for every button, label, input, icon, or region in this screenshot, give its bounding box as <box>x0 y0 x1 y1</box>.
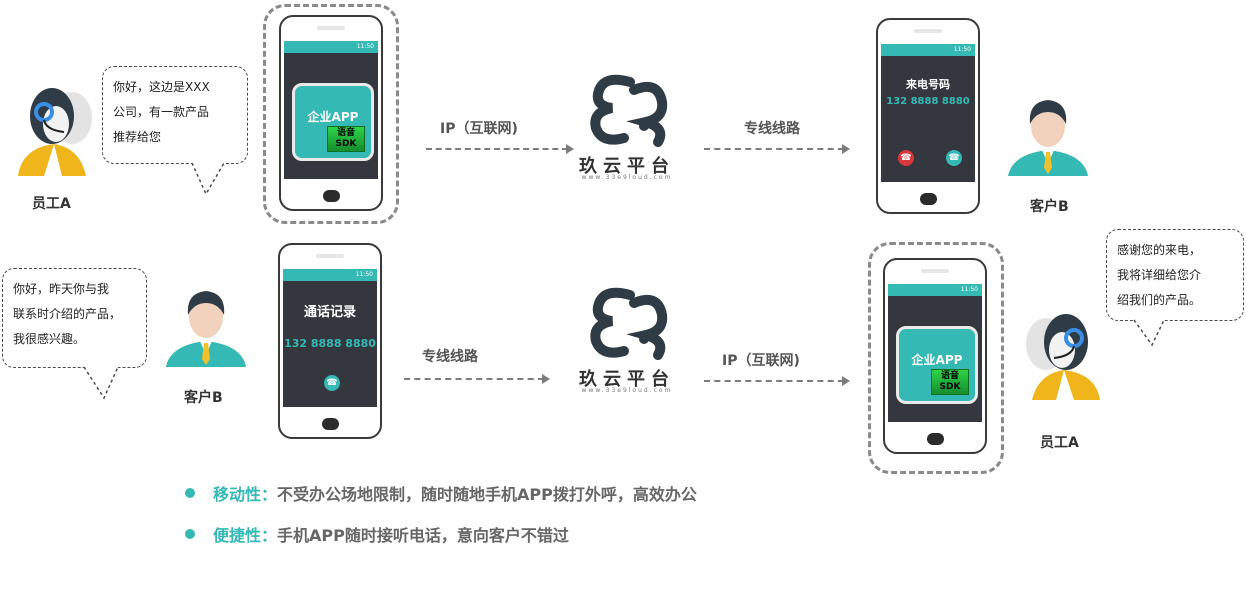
decline-call-icon[interactable]: ☎ <box>898 150 914 166</box>
headset-agent-avatar <box>14 78 100 176</box>
arrow-right <box>704 376 850 386</box>
bullet-dot-icon <box>185 529 195 539</box>
bullet-dot-icon <box>185 488 195 498</box>
bubble-line: 我很感兴趣。 <box>13 332 86 346</box>
phone-enterprise-app: 11:50 企业APP 语音 SDK <box>883 258 987 454</box>
status-bar: 11:50 <box>284 41 378 53</box>
bubble-line: 推荐给您 <box>113 130 162 144</box>
arrow-right <box>426 144 574 154</box>
arrow-right <box>404 374 550 384</box>
headset-agent-avatar <box>1018 304 1104 400</box>
phone-screen: 11:50 企业APP 语音 SDK <box>284 41 378 179</box>
logo-mark-icon <box>590 74 668 147</box>
highlight-frame <box>263 4 399 224</box>
customer-avatar <box>166 285 246 367</box>
accept-call-icon[interactable]: ☎ <box>946 150 962 166</box>
bubble-line: 绍我们的产品。 <box>1117 293 1202 307</box>
customer-b-label: 客户B <box>184 390 223 406</box>
feature-item: 移动性： 不受办公场地限制，随时随地手机APP拨打外呼，高效办公 <box>185 481 697 505</box>
status-bar: 11:50 <box>888 284 982 296</box>
logo-url: www.33e9loud.com <box>581 174 673 181</box>
phone-screen: 11:50 企业APP 语音 SDK <box>888 284 982 422</box>
sdk-line2: SDK <box>939 382 961 392</box>
phone-call-record: 11:50 通话记录 132 8888 8880 ☎ <box>278 243 382 439</box>
phone-screen: 11:50 来电号码 132 8888 8880 ☎ ☎ <box>881 44 975 182</box>
bubble-line: 我将详细给您介 <box>1117 268 1202 282</box>
phone-call-icon[interactable]: ☎ <box>324 375 340 391</box>
bubble-tail <box>83 366 119 400</box>
feature-value: 手机APP随时接听电话，意向客户不错过 <box>277 526 569 545</box>
arrow-label-line: 专线线路 <box>744 121 800 137</box>
app-name: 企业APP <box>911 353 963 367</box>
bubble-line: 感谢您的来电， <box>1117 243 1202 257</box>
bubble-line: 你好，这边是XXX <box>113 80 210 94</box>
voice-sdk-badge: 语音 SDK <box>931 369 969 395</box>
feature-key: 移动性： <box>213 485 278 504</box>
status-bar: 11:50 <box>283 269 377 281</box>
customer-avatar <box>1008 94 1088 176</box>
employee-a-label: 员工A <box>1040 435 1079 451</box>
logo-mark-icon <box>590 287 668 360</box>
sdk-line2: SDK <box>335 139 357 149</box>
phone-incoming-call: 11:50 来电号码 132 8888 8880 ☎ ☎ <box>876 18 980 214</box>
voice-sdk-badge: 语音 SDK <box>327 126 365 152</box>
highlight-frame <box>868 242 1004 474</box>
speech-bubble-customer: 你好，昨天你与我 联系时介绍的产品， 我很感兴趣。 <box>2 268 147 368</box>
customer-b-label: 客户B <box>1030 199 1069 215</box>
speaker <box>317 26 345 30</box>
home-button <box>927 433 944 445</box>
sdk-line1: 语音 <box>336 128 355 138</box>
sdk-line1: 语音 <box>940 371 959 381</box>
home-button <box>920 193 937 205</box>
home-button <box>322 418 339 430</box>
arrow-label-line: 专线线路 <box>422 349 478 365</box>
bubble-tail <box>191 162 225 196</box>
enterprise-app-card[interactable]: 企业APP 语音 SDK <box>896 326 978 404</box>
employee-a-label: 员工A <box>32 196 71 212</box>
arrow-right <box>704 144 850 154</box>
bubble-line: 你好，昨天你与我 <box>13 282 110 296</box>
feature-item: 便捷性： 手机APP随时接听电话，意向客户不错过 <box>185 522 569 546</box>
feature-key: 便捷性： <box>213 526 278 545</box>
speech-bubble-employee: 感谢您的来电， 我将详细给您介 绍我们的产品。 <box>1106 229 1244 321</box>
bubble-tail <box>1133 319 1165 347</box>
call-record-number: 132 8888 8880 <box>284 337 376 350</box>
jiuyun-logo: 玖云平台 www.33e9loud.com <box>572 285 682 405</box>
arrow-label-ip: IP（互联网) <box>722 353 800 369</box>
jiuyun-logo: 玖云平台 www.33e9loud.com <box>572 72 682 192</box>
enterprise-app-card[interactable]: 企业APP 语音 SDK <box>292 83 374 161</box>
home-button <box>323 190 340 202</box>
speaker <box>921 269 949 273</box>
phone-enterprise-app: 11:50 企业APP 语音 SDK <box>279 15 383 211</box>
speech-bubble-employee: 你好，这边是XXX 公司，有一款产品 推荐给您 <box>102 66 248 164</box>
phone-screen: 11:50 通话记录 132 8888 8880 ☎ <box>283 269 377 407</box>
arrow-label-ip: IP（互联网) <box>440 121 518 137</box>
incoming-number: 132 8888 8880 <box>886 96 970 107</box>
bubble-line: 联系时介绍的产品， <box>13 307 122 321</box>
logo-url: www.33e9loud.com <box>581 387 673 394</box>
incoming-title: 来电号码 <box>906 78 950 91</box>
logo-name: 玖云平台 <box>579 369 675 390</box>
call-record-title: 通话记录 <box>303 305 356 320</box>
feature-value: 不受办公场地限制，随时随地手机APP拨打外呼，高效办公 <box>277 485 697 504</box>
status-bar: 11:50 <box>881 44 975 56</box>
bubble-line: 公司，有一款产品 <box>113 105 210 119</box>
logo-name: 玖云平台 <box>579 156 675 177</box>
speaker <box>914 29 942 33</box>
speaker <box>316 254 344 258</box>
app-name: 企业APP <box>307 110 359 124</box>
